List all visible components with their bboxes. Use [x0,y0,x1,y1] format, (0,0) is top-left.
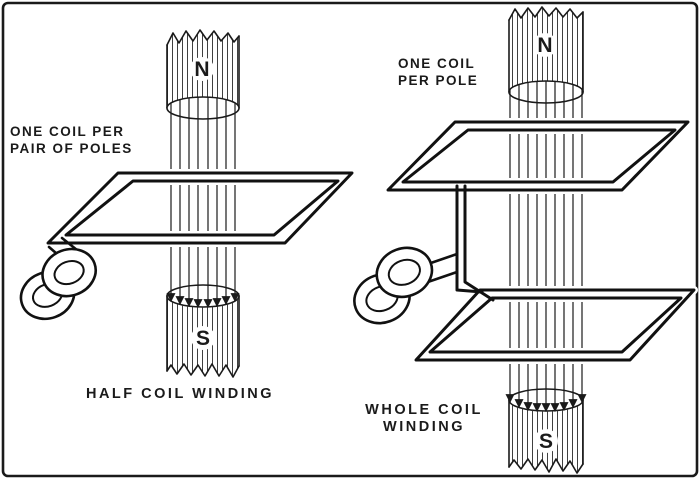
pole-face [166,96,240,120]
right-coil-label-line2: PER POLE [398,73,478,88]
left-caption: HALF COIL WINDING [86,386,274,402]
letter-backdrop [534,429,558,453]
right-coil-label-line1: ONE COIL [398,56,475,71]
right-collector-rings [353,246,434,325]
left-north-pole-label: N [194,58,209,81]
letter-backdrop [190,57,214,81]
right-caption-line1: WHOLE COIL [365,402,483,418]
left-collector-rings [19,247,97,321]
left-coil-label-line2: PAIR OF POLES [10,141,133,156]
pole-face [166,284,240,308]
letter-backdrop [191,326,215,350]
torn-edge [508,458,584,474]
left-diagram: N S ONE COIL PER PAIR OF POLES HALF COIL… [10,29,352,402]
left-coil-loop [48,173,352,243]
torn-edge [166,29,240,46]
left-south-pole-label: S [196,327,210,350]
letter-backdrop [533,33,557,57]
right-upper-coil-loop [388,122,688,190]
right-diagram: N S ONE COIL PER POLE WHOLE COIL WINDING [353,6,694,474]
torn-edge [166,363,240,378]
right-caption-line2: WINDING [383,419,465,435]
right-connector-wires [455,184,495,302]
right-south-pole-label: S [539,430,553,453]
torn-edge [508,6,584,21]
left-flux-lines [166,97,240,309]
right-north-pole-label: N [537,34,552,57]
left-coil-label-line1: ONE COIL PER [10,124,125,139]
